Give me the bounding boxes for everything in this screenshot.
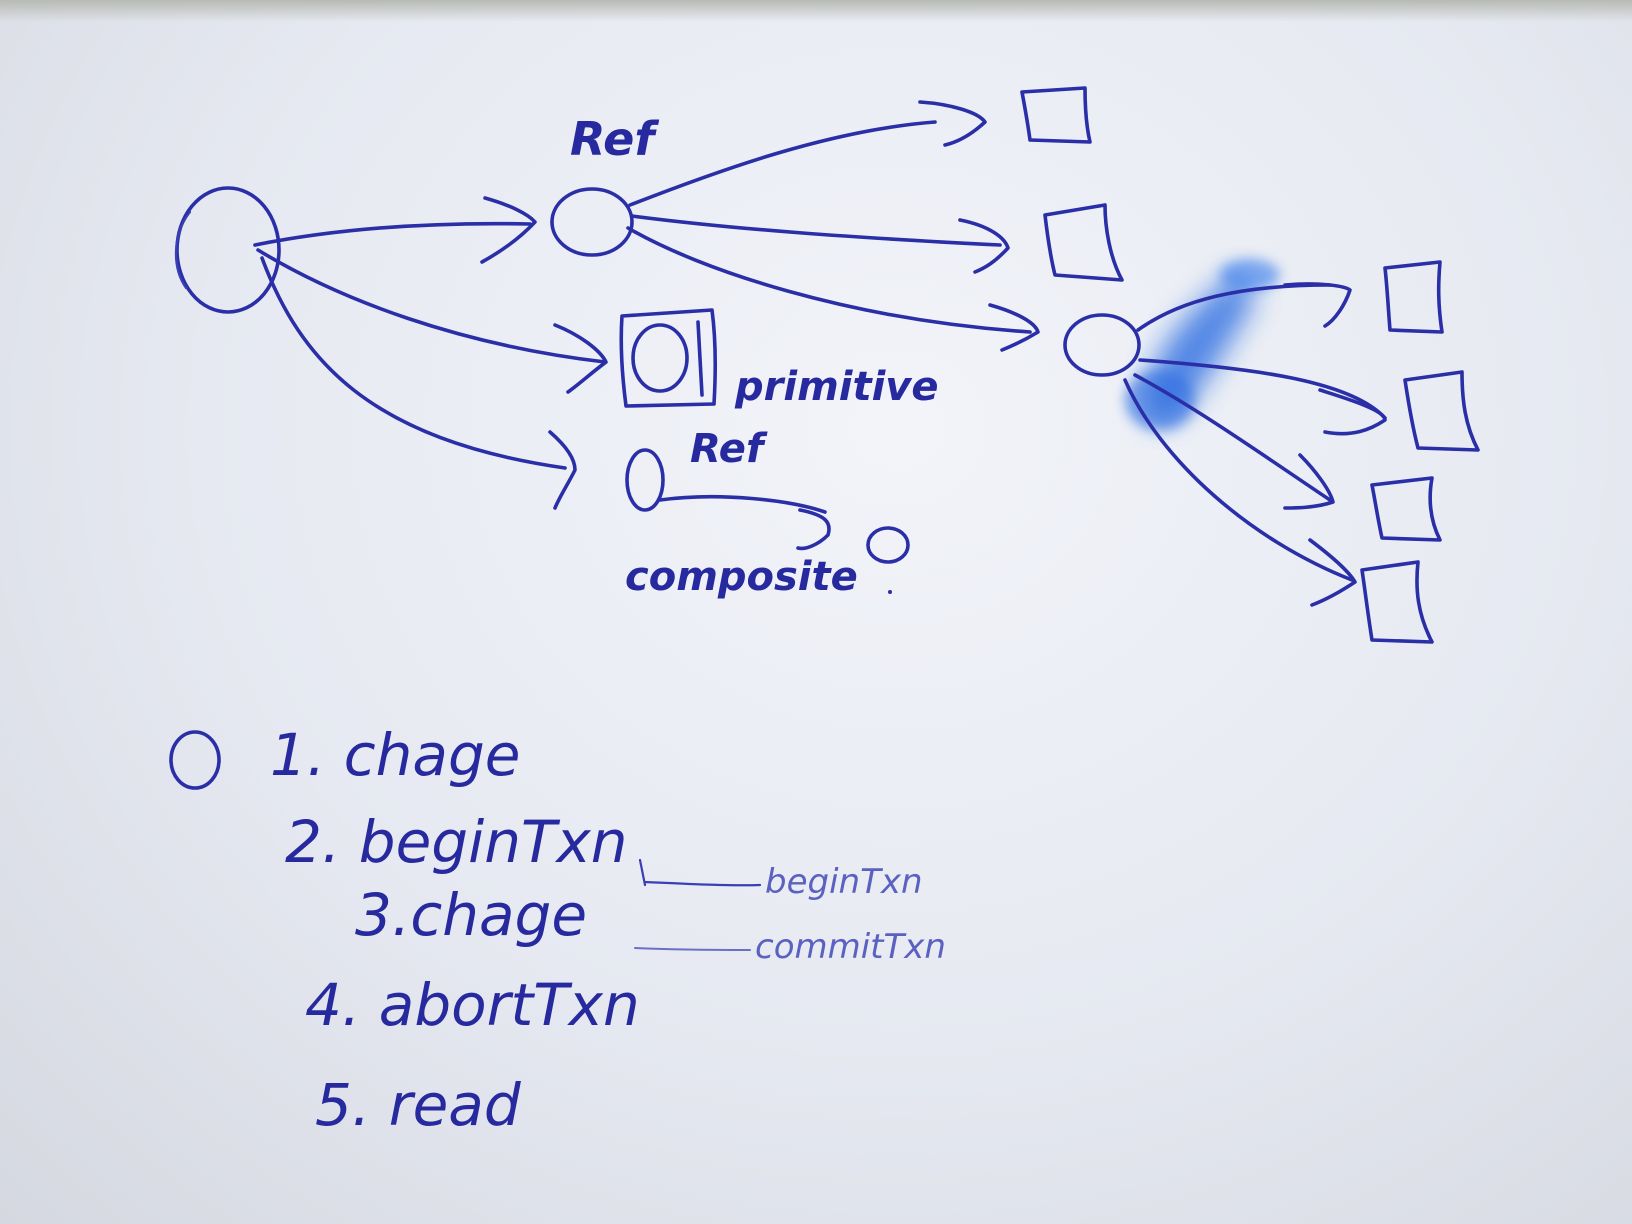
- connector-note-1: [638, 858, 762, 887]
- leaf-box-1: [1020, 86, 1092, 144]
- arrowhead-subnode-to-box-3: [1283, 282, 1352, 328]
- arrowhead-ref-to-box-2: [958, 218, 1010, 274]
- ref-node-top: [550, 187, 634, 257]
- root-node: [174, 186, 281, 314]
- arrowhead-subnode-to-box-5: [1283, 453, 1335, 510]
- board-frame-edge: [0, 0, 1632, 22]
- edge-ref-to-box-1: [628, 120, 937, 207]
- label-composite: composite: [625, 554, 858, 600]
- step-4: 4. abortTxn: [305, 971, 640, 1039]
- label-ref-bottom: Ref: [690, 426, 768, 472]
- ink-dot: [888, 590, 892, 594]
- leaf-box-3: [1383, 260, 1444, 334]
- sub-node: [1063, 313, 1141, 377]
- leaf-box-2: [1043, 203, 1124, 282]
- leaf-box-4: [1403, 370, 1480, 452]
- label-primitive: primitive: [734, 364, 939, 410]
- leaf-box-5: [1370, 476, 1442, 542]
- arrowhead-subnode-to-box-6: [1308, 538, 1357, 607]
- arrowhead-subnode-to-box-4: [1318, 388, 1387, 436]
- edge-ref-to-box-2: [630, 214, 1002, 247]
- primitive-node: [619, 308, 718, 408]
- edge-root-to-composite-ref: [260, 256, 567, 470]
- arrowhead-composite-ref-to-node: [796, 508, 831, 551]
- step-1: 1. chage: [270, 721, 520, 789]
- edge-root-to-primitive: [256, 248, 607, 364]
- arrowhead-ref-to-subnode: [988, 303, 1040, 352]
- arrowhead-ref-to-box-1: [918, 100, 987, 147]
- step-3: 3.chage: [355, 881, 587, 949]
- label-ref-top: Ref: [570, 112, 659, 166]
- edge-ref-to-subnode: [626, 226, 1032, 334]
- note-begintxn: beginTxn: [765, 862, 923, 902]
- ref-node-bottom: [625, 448, 665, 512]
- composite-target-node: [866, 526, 910, 564]
- ink-smudge: [1125, 259, 1280, 430]
- edge-composite-ref-to-node: [658, 495, 827, 514]
- edge-root-to-ref: [253, 221, 532, 247]
- edge-subnode-to-box-6: [1123, 378, 1354, 582]
- edge-subnode-to-box-5: [1133, 373, 1332, 502]
- arrowhead-root-to-composite-ref: [548, 430, 577, 510]
- step-5: 5. read: [315, 1071, 522, 1139]
- connector-note-2: [634, 947, 751, 951]
- list-bullet-circle: [169, 730, 221, 790]
- leaf-box-6: [1360, 560, 1434, 644]
- note-committxn: commitTxn: [755, 927, 946, 967]
- arrowhead-root-to-ref: [480, 196, 537, 264]
- edge-subnode-to-box-4: [1138, 358, 1387, 420]
- arrowhead-root-to-primitive: [553, 323, 608, 394]
- step-2: 2. beginTxn: [285, 808, 627, 876]
